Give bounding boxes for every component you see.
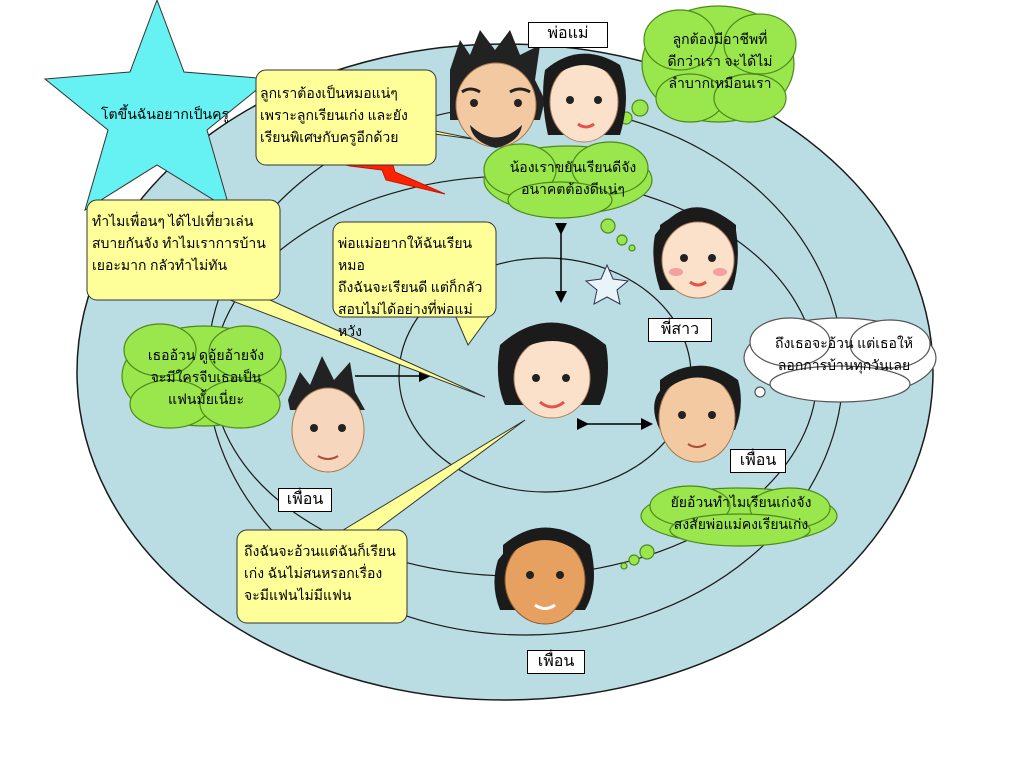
cloud-sister-text: น้องเราขยันเรียนดีจัง อนาคตต้องดีแน่ๆ	[509, 161, 637, 198]
callout-fat-box	[236, 529, 408, 624]
main-girl-face	[497, 322, 608, 419]
small-star-icon	[584, 263, 630, 305]
friend-bottom-face	[494, 527, 594, 625]
dream-star-shape	[43, 0, 272, 212]
callout-want-box	[332, 221, 497, 318]
cloud-mother-shape	[609, 5, 797, 131]
friend-left-face	[288, 356, 365, 473]
friend-right-face	[654, 365, 741, 463]
callout-parents-box	[255, 69, 437, 166]
callout-parents-want-text: พ่อแม่อยากให้ฉันเรียนหมอ ถึงฉันจะเรียนดี…	[338, 237, 483, 340]
cloud-friend-right-text: ถึงเธอจะอ้วน แต่เธอให้ ลอกการบ้านทุกวันเ…	[774, 337, 914, 374]
mother-face	[543, 53, 626, 143]
father-face	[450, 30, 545, 148]
sister-face	[653, 207, 738, 299]
callout-why-box	[86, 199, 281, 301]
cloud-friend-left-shape	[121, 323, 343, 429]
cloud-friend-left-text: เธออ้วน ดูอุ้ยอ้ายจัง จะมีใครจีบเธอเป็น …	[147, 349, 265, 408]
cloud-mother-text: ลูกต้องมีอาชีพที่ ดีกว่าเรา จะได้ไม่ ลำบ…	[667, 33, 773, 92]
cloud-friend-right-speech-shape	[743, 317, 937, 403]
callout-fat-text: ถึงฉันจะอ้วนแต่ฉันก็เรียน เก่ง ฉันไม่สนห…	[244, 545, 396, 604]
callout-why-friends-text: ทำไมเพื่อนๆ ได้ไปเที่ยวเล่น สบายกันจัง ท…	[92, 215, 266, 274]
label-parents: พ่อแม่	[528, 22, 608, 48]
label-friend-bottom: เพื่อน	[527, 650, 585, 674]
label-sister: พี่สาว	[648, 318, 712, 342]
label-friend-left: เพื่อน	[278, 488, 332, 512]
dream-star-text: โตขึ้นฉันอยากเป็นครู	[101, 108, 229, 123]
cloud-friend-right-shape	[620, 485, 838, 570]
label-friend-right: เพื่อน	[730, 449, 786, 473]
callout-parents-text: ลูกเราต้องเป็นหมอแน่ๆ เพราะลูกเรียนเก่ง …	[260, 87, 408, 146]
cloud-friend-bottom-text: ยัยอ้วนทำไมเรียนเก่งจัง สงสัยพ่อแม่คงเรี…	[670, 496, 812, 533]
cloud-sister-shape	[483, 141, 653, 252]
